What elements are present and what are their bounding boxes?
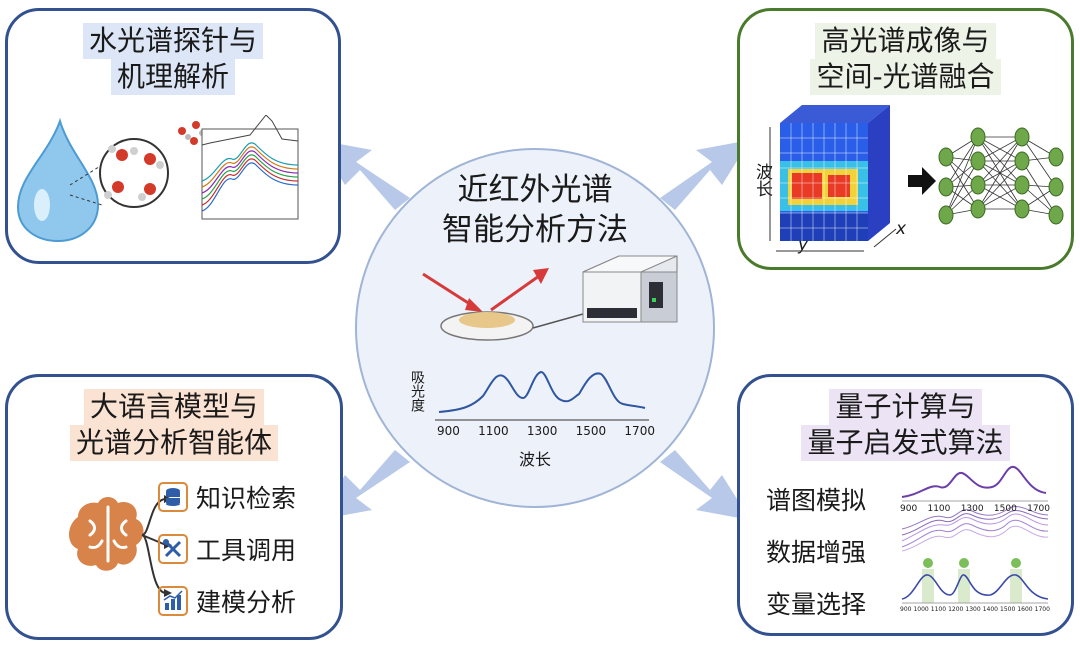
panel-llm-agent: 大语言模型与 光谱分析智能体 知识检索 工具调用 建模分析 <box>5 374 343 640</box>
center-title-line2: 智能分析方法 <box>442 212 628 248</box>
quantum-spectra <box>901 465 1049 604</box>
cube-axis-x: x <box>896 219 907 239</box>
panel-hyperspectral: 高光谱成像与 空间-光谱融合 波长 y x <box>737 8 1074 270</box>
database-icon <box>158 482 188 512</box>
water-droplet-icon <box>16 117 100 243</box>
spectrometer-icon <box>582 255 678 323</box>
cube-axis-wavelength: 波长 <box>752 163 772 197</box>
selection-spectrum <box>901 574 1049 600</box>
right-arrow-icon <box>908 167 936 195</box>
llm-item-modeling: 建模分析 <box>158 583 296 619</box>
incident-light-arrow-icon <box>465 298 483 312</box>
llm-item-tools: 工具调用 <box>158 531 296 567</box>
quantum-row-label-simulation: 谱图模拟 <box>766 486 867 515</box>
arrow-to-water-panel <box>318 140 410 210</box>
quantum-row-label-augmentation: 数据增强 <box>766 538 867 567</box>
panel-hyper-title: 高光谱成像与 空间-光谱融合 <box>740 23 1071 95</box>
tools-icon <box>158 534 188 564</box>
reflected-light-arrow-icon <box>533 268 549 284</box>
llm-illustration <box>69 495 172 597</box>
selection-x-ticks: 900 1000 1100 1200 1300 1400 1500 1600 1… <box>900 606 1050 613</box>
nir-spectrum-plot <box>435 370 649 421</box>
arrow-to-hyper-panel <box>660 140 750 210</box>
center-circle: 近红外光谱 智能分析方法 吸光度 900 1100 1300 1500 1700… <box>355 148 715 508</box>
spectrum-xlabel: 波长 <box>518 450 551 469</box>
water-illustration <box>16 115 299 243</box>
cube-axis-y: y <box>798 235 809 255</box>
absorbance-curve <box>438 370 646 413</box>
brain-icon <box>69 497 144 571</box>
llm-item-knowledge: 知识检索 <box>158 479 296 515</box>
bar-chart-icon <box>158 586 188 616</box>
stacked-spectra-plot <box>201 115 299 220</box>
panel-quantum: 量子计算与 量子启发式算法 谱图模拟 数据增强 变量选择 900 1100 13… <box>737 374 1074 636</box>
panel-water-title: 水光谱探针与 机理解析 <box>8 23 338 95</box>
neural-network-icon <box>945 136 1057 216</box>
arrow-to-quantum-panel <box>660 450 750 520</box>
panel-quantum-title: 量子计算与 量子启发式算法 <box>740 389 1071 461</box>
simulated-spectrum <box>901 465 1047 498</box>
center-title-line1: 近红外光谱 <box>457 172 613 208</box>
hyperspectral-cube <box>769 105 1064 252</box>
spectrum-ylabel: 吸光度 <box>409 370 425 412</box>
spectrum-x-ticks: 900 1100 1300 1500 1700 <box>437 424 655 438</box>
panel-llm-title: 大语言模型与 光谱分析智能体 <box>8 389 340 461</box>
panel-water-probe: 水光谱探针与 机理解析 <box>5 8 341 264</box>
simulation-x-ticks: 900 1100 1300 1500 1700 <box>900 504 1050 514</box>
quantum-row-label-selection: 变量选择 <box>766 590 867 619</box>
augmented-spectra <box>901 506 1049 552</box>
nir-instrument-illustration <box>422 255 678 341</box>
